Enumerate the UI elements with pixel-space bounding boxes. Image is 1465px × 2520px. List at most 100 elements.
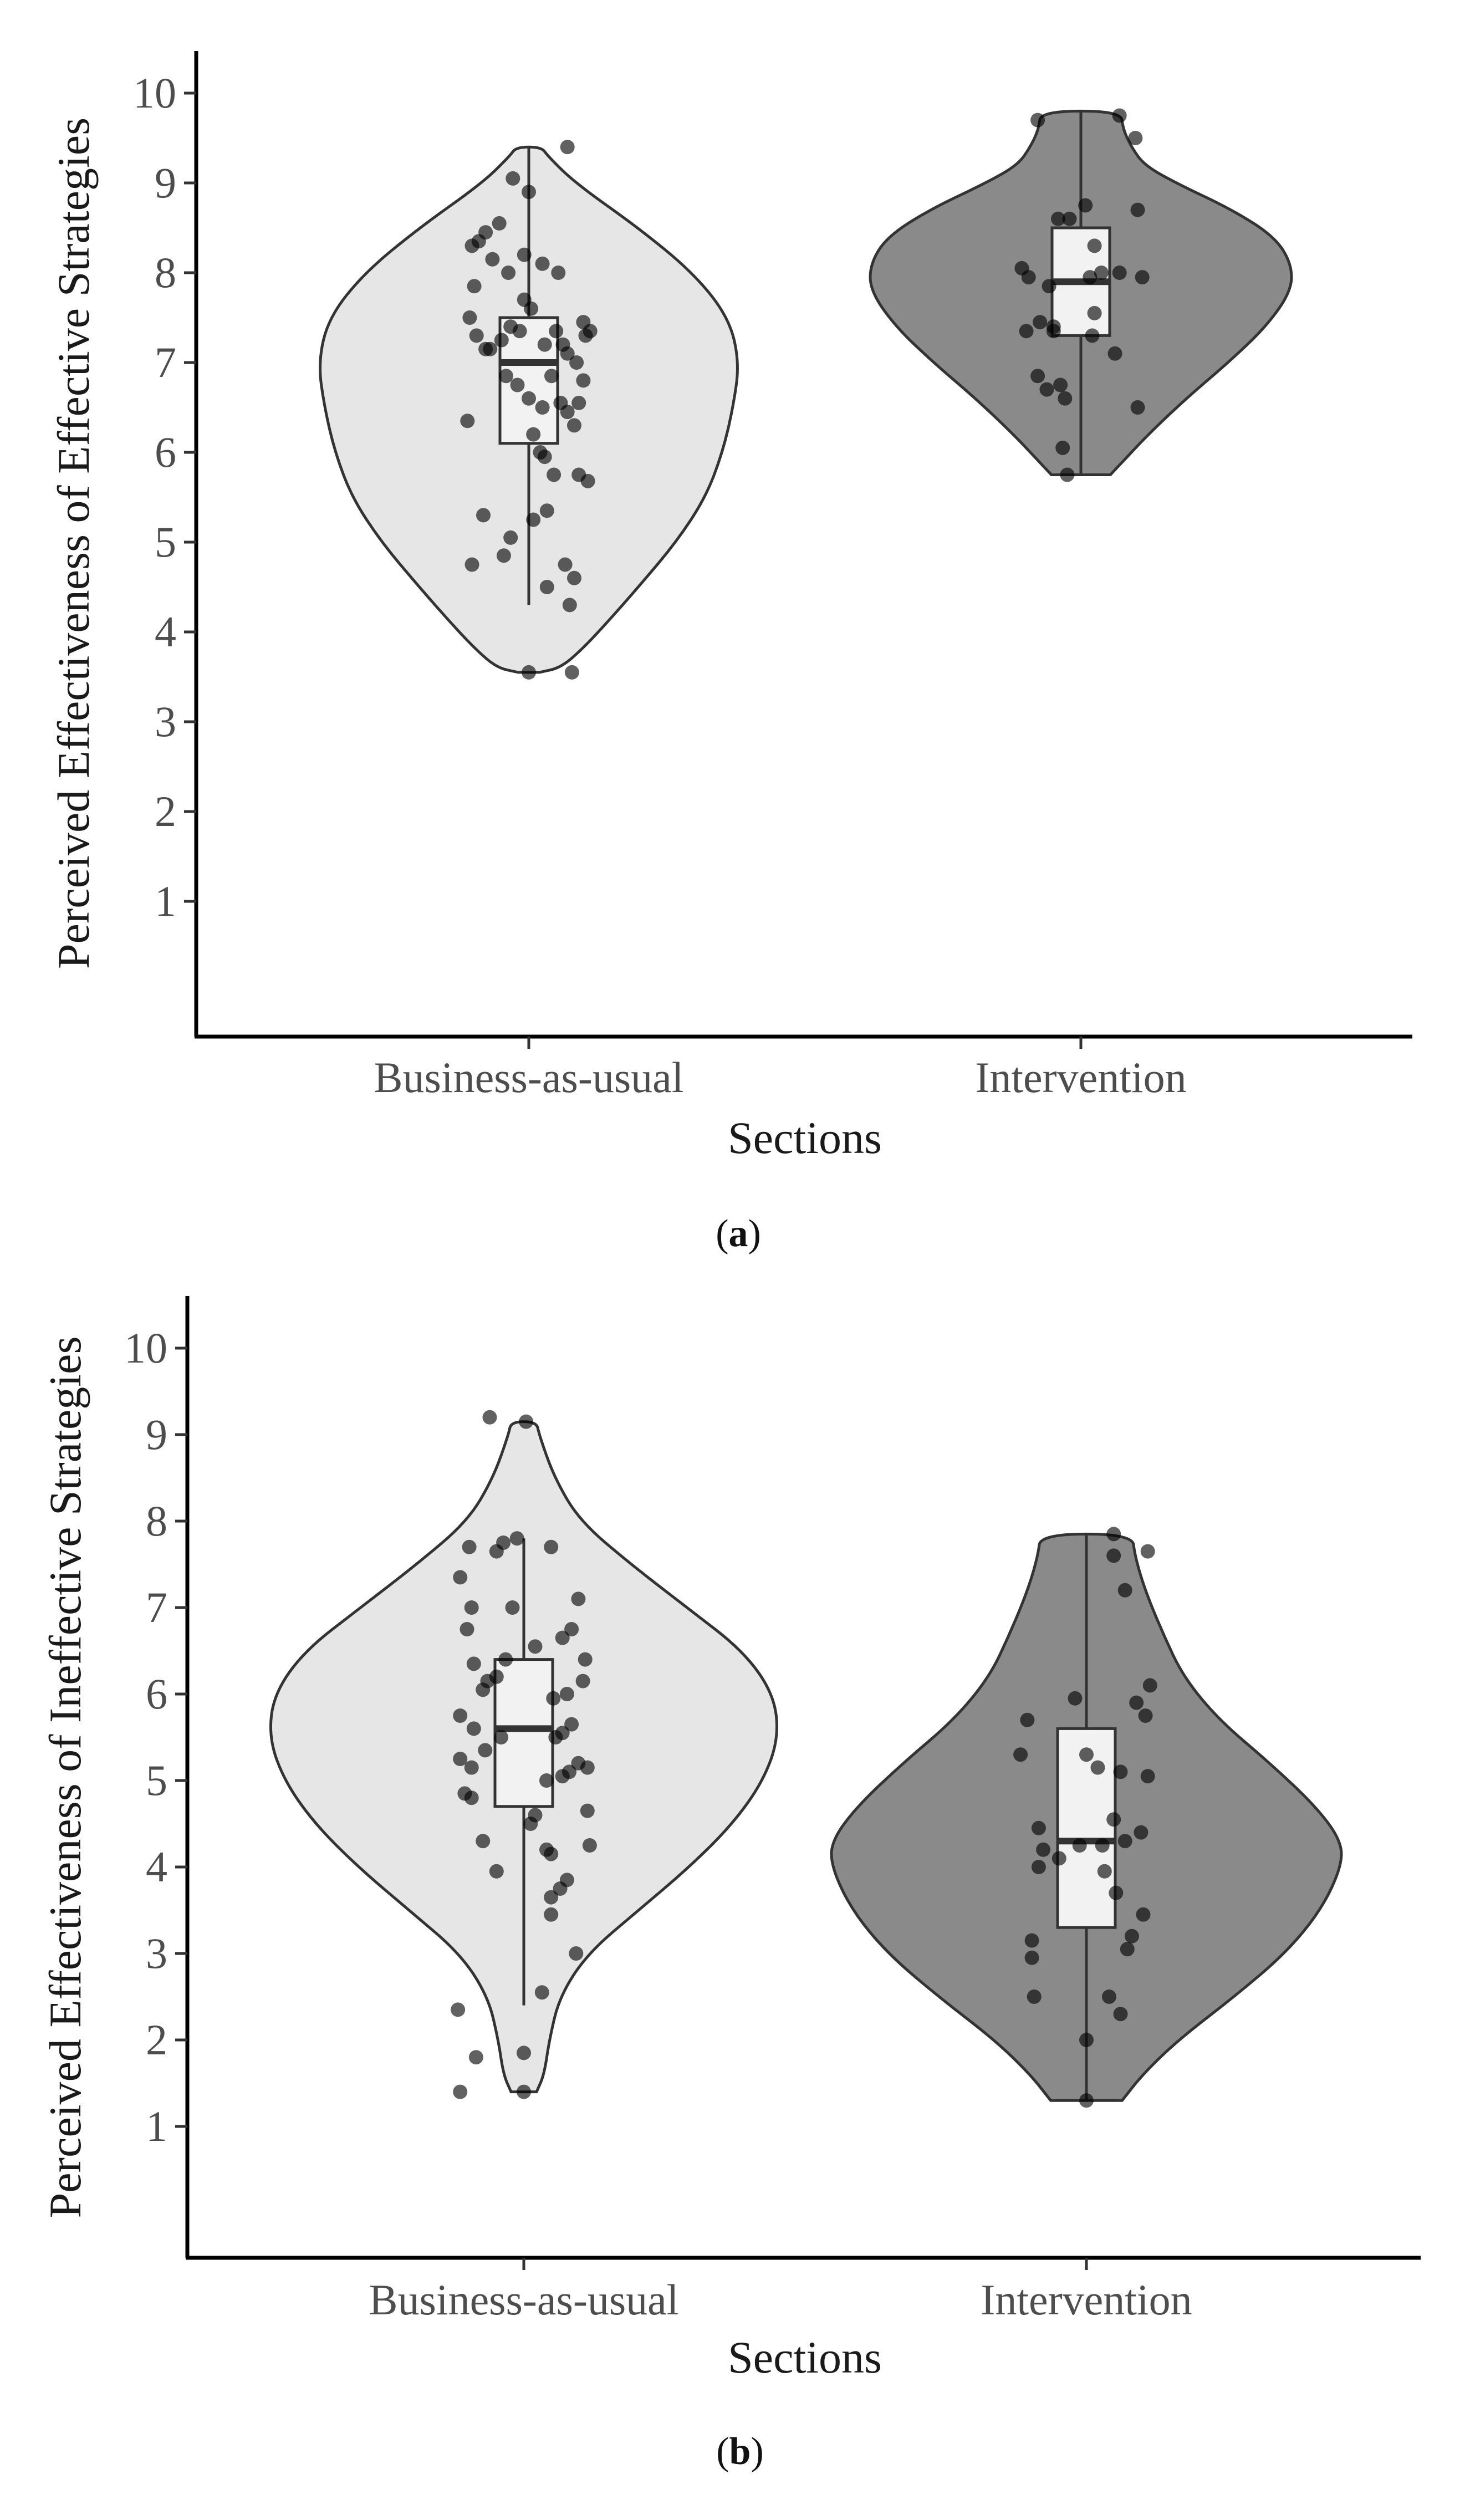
data-point [560,405,575,420]
data-point [517,247,532,262]
data-point [1051,1851,1066,1866]
data-point [555,1726,570,1741]
data-point [1120,1942,1135,1957]
panel-a-y-ticks: 1 2 3 4 5 6 7 8 9 10 [133,69,196,925]
data-point [1053,378,1068,392]
data-point [1140,1769,1155,1784]
data-point [537,337,552,352]
data-point [498,1652,513,1667]
data-point [567,570,581,585]
data-point [1109,1885,1124,1900]
x-tick-label: Intervention [981,2276,1192,2324]
x-tick-label: Business-as-usual [374,1053,684,1101]
data-point [460,414,475,428]
data-point [535,400,550,415]
data-point [1095,1838,1110,1853]
data-point [1079,2033,1094,2047]
data-point [564,1717,579,1732]
y-tick-label: 10 [133,69,176,117]
data-point [1090,1760,1105,1775]
data-point [528,1808,543,1823]
panel-b-plot [269,1410,1343,2108]
data-point [578,1652,593,1667]
data-point [1097,1864,1112,1879]
data-point [544,1846,559,1861]
data-point [482,1410,497,1425]
data-point [1094,266,1109,280]
y-tick-label: 3 [146,1929,167,1977]
data-point [1107,346,1122,361]
data-point [468,2050,483,2065]
data-point [499,369,513,384]
data-point [1031,1860,1046,1874]
data-point [558,557,573,572]
data-point [571,1591,586,1606]
data-point [1113,2007,1128,2022]
data-point [485,252,500,267]
data-point [546,1691,561,1706]
data-point [494,1730,508,1744]
data-point [478,1743,493,1758]
data-point [506,171,520,186]
data-point [534,1985,549,2000]
data-point [1013,1747,1028,1762]
data-point [551,266,566,280]
data-point [464,1600,479,1615]
y-tick-label: 9 [146,1410,167,1458]
data-point [1031,1820,1046,1835]
data-point [569,1946,584,1961]
data-point [466,1656,481,1671]
data-point [559,1873,574,1888]
data-point [1046,324,1061,339]
panel-a-x-axis-title: Sections [728,1113,882,1163]
data-point [1102,1990,1116,2004]
data-point [476,1682,491,1697]
data-point [501,266,516,280]
data-point [464,557,479,572]
data-point [512,324,527,339]
data-point [1060,467,1075,482]
data-point [522,391,536,406]
data-point [560,140,575,155]
data-point [464,1760,479,1775]
series-business-as-usual [319,140,739,680]
data-point [580,1760,595,1775]
panel-b-y-ticks: 1 2 3 4 5 6 7 8 9 10 [124,1324,187,2150]
panel-a-label: (a) [716,1212,761,1255]
data-point [519,1414,534,1429]
data-point [524,301,539,316]
data-point [1039,382,1054,397]
data-point [1128,131,1143,145]
data-point [476,508,491,523]
data-point [580,473,595,488]
data-point [462,310,477,325]
data-point [571,395,586,410]
data-point [1020,1712,1035,1727]
data-point [544,1539,559,1554]
data-point [1087,305,1102,320]
y-tick-label: 6 [155,428,176,476]
data-point [564,1622,579,1636]
data-point [503,530,518,545]
data-point [453,1708,468,1723]
y-tick-label: 8 [155,248,176,297]
data-point [1078,198,1093,213]
y-tick-label: 7 [155,338,176,386]
data-point [476,1834,491,1849]
data-point [559,1687,574,1701]
panel-a-y-axis-title: Perceived Effectiveness of Effective Str… [48,118,99,969]
x-tick-label: Business-as-usual [369,2276,679,2324]
panel-b-y-axis-title: Perceived Effectiveness of Ineffective S… [40,1336,90,2218]
data-point [1033,315,1048,330]
panel-a-label-letter: a [729,1212,748,1255]
panel-b-label-letter: b [729,2430,751,2473]
data-point [1036,1842,1051,1857]
series-intervention [830,1527,1343,2108]
data-point [478,225,493,240]
data-point [1125,1929,1139,1943]
data-point [1142,1678,1157,1693]
y-tick-label: 2 [155,787,176,835]
data-point [1112,108,1127,123]
data-point [517,2045,531,2060]
